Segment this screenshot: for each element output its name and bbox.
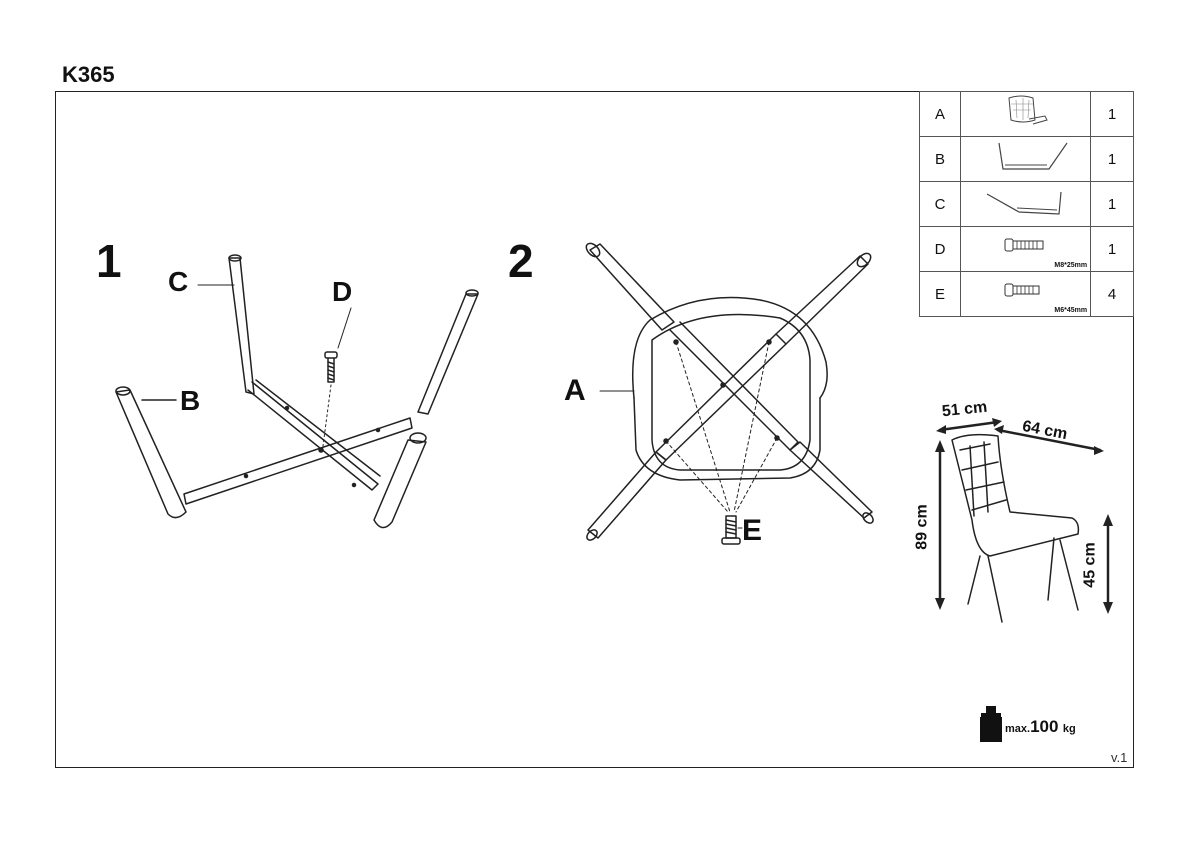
bolt-e-icon — [1004, 283, 1040, 297]
max-load-prefix: max. — [1005, 723, 1031, 735]
part-letter: D — [918, 226, 962, 272]
seat-icon — [1008, 95, 1048, 125]
width-arrow — [996, 428, 1102, 452]
label-a: A — [564, 374, 586, 407]
part-letter: E — [918, 271, 962, 317]
seat-a — [599, 296, 828, 481]
parts-row: A 1 — [918, 91, 1134, 137]
leg-frame-b — [115, 386, 427, 529]
depth-arrow — [938, 420, 1000, 432]
version-label: v.1 — [1111, 750, 1128, 765]
part-spec: M6*45mm — [1054, 307, 1088, 314]
label-e: E — [742, 514, 763, 547]
bolt-e — [721, 515, 741, 545]
max-load-unit: kg — [1062, 723, 1076, 735]
part-spec: M8*25mm — [1054, 262, 1088, 269]
weight-icon — [980, 706, 1002, 742]
parts-table: A 1 B 1 C 1 D — [918, 91, 1134, 317]
part-quantity: 1 — [1090, 181, 1134, 227]
label-c: C — [168, 266, 189, 297]
step-2-number: 2 — [508, 235, 534, 287]
part-letter: A — [918, 91, 962, 137]
parts-row: E M6*45mm 4 — [918, 271, 1134, 317]
part-letter: C — [918, 181, 962, 227]
seat-height-label: 45 cm — [1081, 542, 1099, 588]
page-title: K365 — [62, 62, 115, 87]
chair-dimension-drawing — [951, 433, 1080, 623]
crossed-legs — [585, 242, 874, 541]
max-load-value: 100 — [1030, 717, 1059, 736]
height-label: 89 cm — [913, 504, 931, 550]
step-1-number: 1 — [96, 235, 122, 287]
part-letter: B — [918, 136, 962, 182]
bolt-d-icon — [1004, 238, 1044, 252]
part-quantity: 1 — [1090, 226, 1134, 272]
part-quantity: 1 — [1090, 91, 1134, 137]
bolt-d — [324, 351, 338, 383]
label-d: D — [332, 276, 353, 307]
leg-frame-c — [228, 254, 479, 491]
max-load: max.100 kg — [1005, 717, 1076, 737]
leg-frame-b-icon — [998, 142, 1068, 170]
part-quantity: 4 — [1090, 271, 1134, 317]
leg-frame-c-icon — [986, 191, 1062, 215]
part-quantity: 1 — [1090, 136, 1134, 182]
label-b: B — [180, 385, 201, 416]
instruction-frame — [55, 91, 1134, 768]
parts-row: C 1 — [918, 181, 1134, 227]
